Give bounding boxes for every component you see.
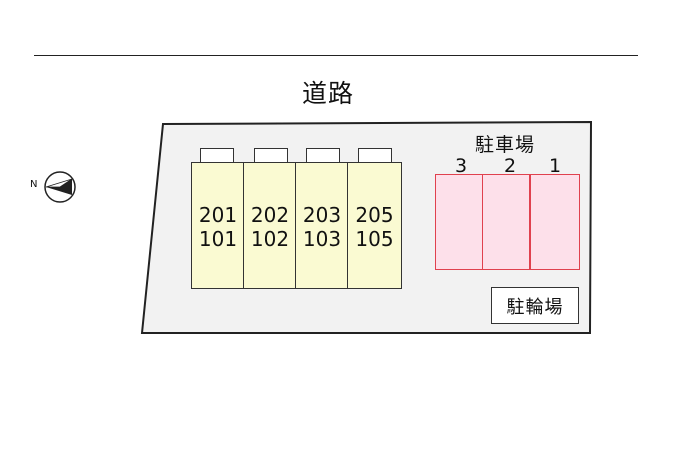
unit-number-lower: 102 [250, 227, 290, 251]
bicycle-parking: 駐輪場 [491, 287, 579, 324]
north-label: N [30, 179, 38, 190]
unit-roof-205 [358, 148, 392, 162]
north-arrow-icon [44, 171, 76, 203]
unit-block: 203 103 [295, 162, 349, 289]
unit-number-lower: 101 [198, 227, 238, 251]
unit-block: 202 102 [243, 162, 297, 289]
road-label: 道路 [302, 79, 355, 108]
parking-space-number: 1 [548, 155, 562, 177]
parking-space-2 [482, 174, 530, 270]
unit-block: 205 105 [347, 162, 402, 289]
unit-block: 201 101 [191, 162, 245, 289]
unit-number-upper: 201 [198, 203, 238, 227]
unit-number-upper: 202 [250, 203, 290, 227]
parking-title: 駐車場 [475, 134, 536, 156]
unit-roof-201 [200, 148, 234, 162]
bicycle-parking-label: 駐輪場 [506, 296, 564, 318]
parking-space-1 [530, 174, 580, 270]
unit-number-upper: 205 [355, 203, 394, 227]
unit-number-lower: 105 [355, 227, 394, 251]
unit-roof-202 [254, 148, 288, 162]
unit-number-upper: 203 [302, 203, 342, 227]
unit-roof-203 [306, 148, 340, 162]
compass: N [30, 170, 80, 204]
road-line [34, 55, 638, 56]
parking-space-number: 2 [503, 155, 517, 177]
unit-number-lower: 103 [302, 227, 342, 251]
parking-space-number: 3 [454, 155, 468, 177]
parking-space-3 [435, 174, 483, 270]
